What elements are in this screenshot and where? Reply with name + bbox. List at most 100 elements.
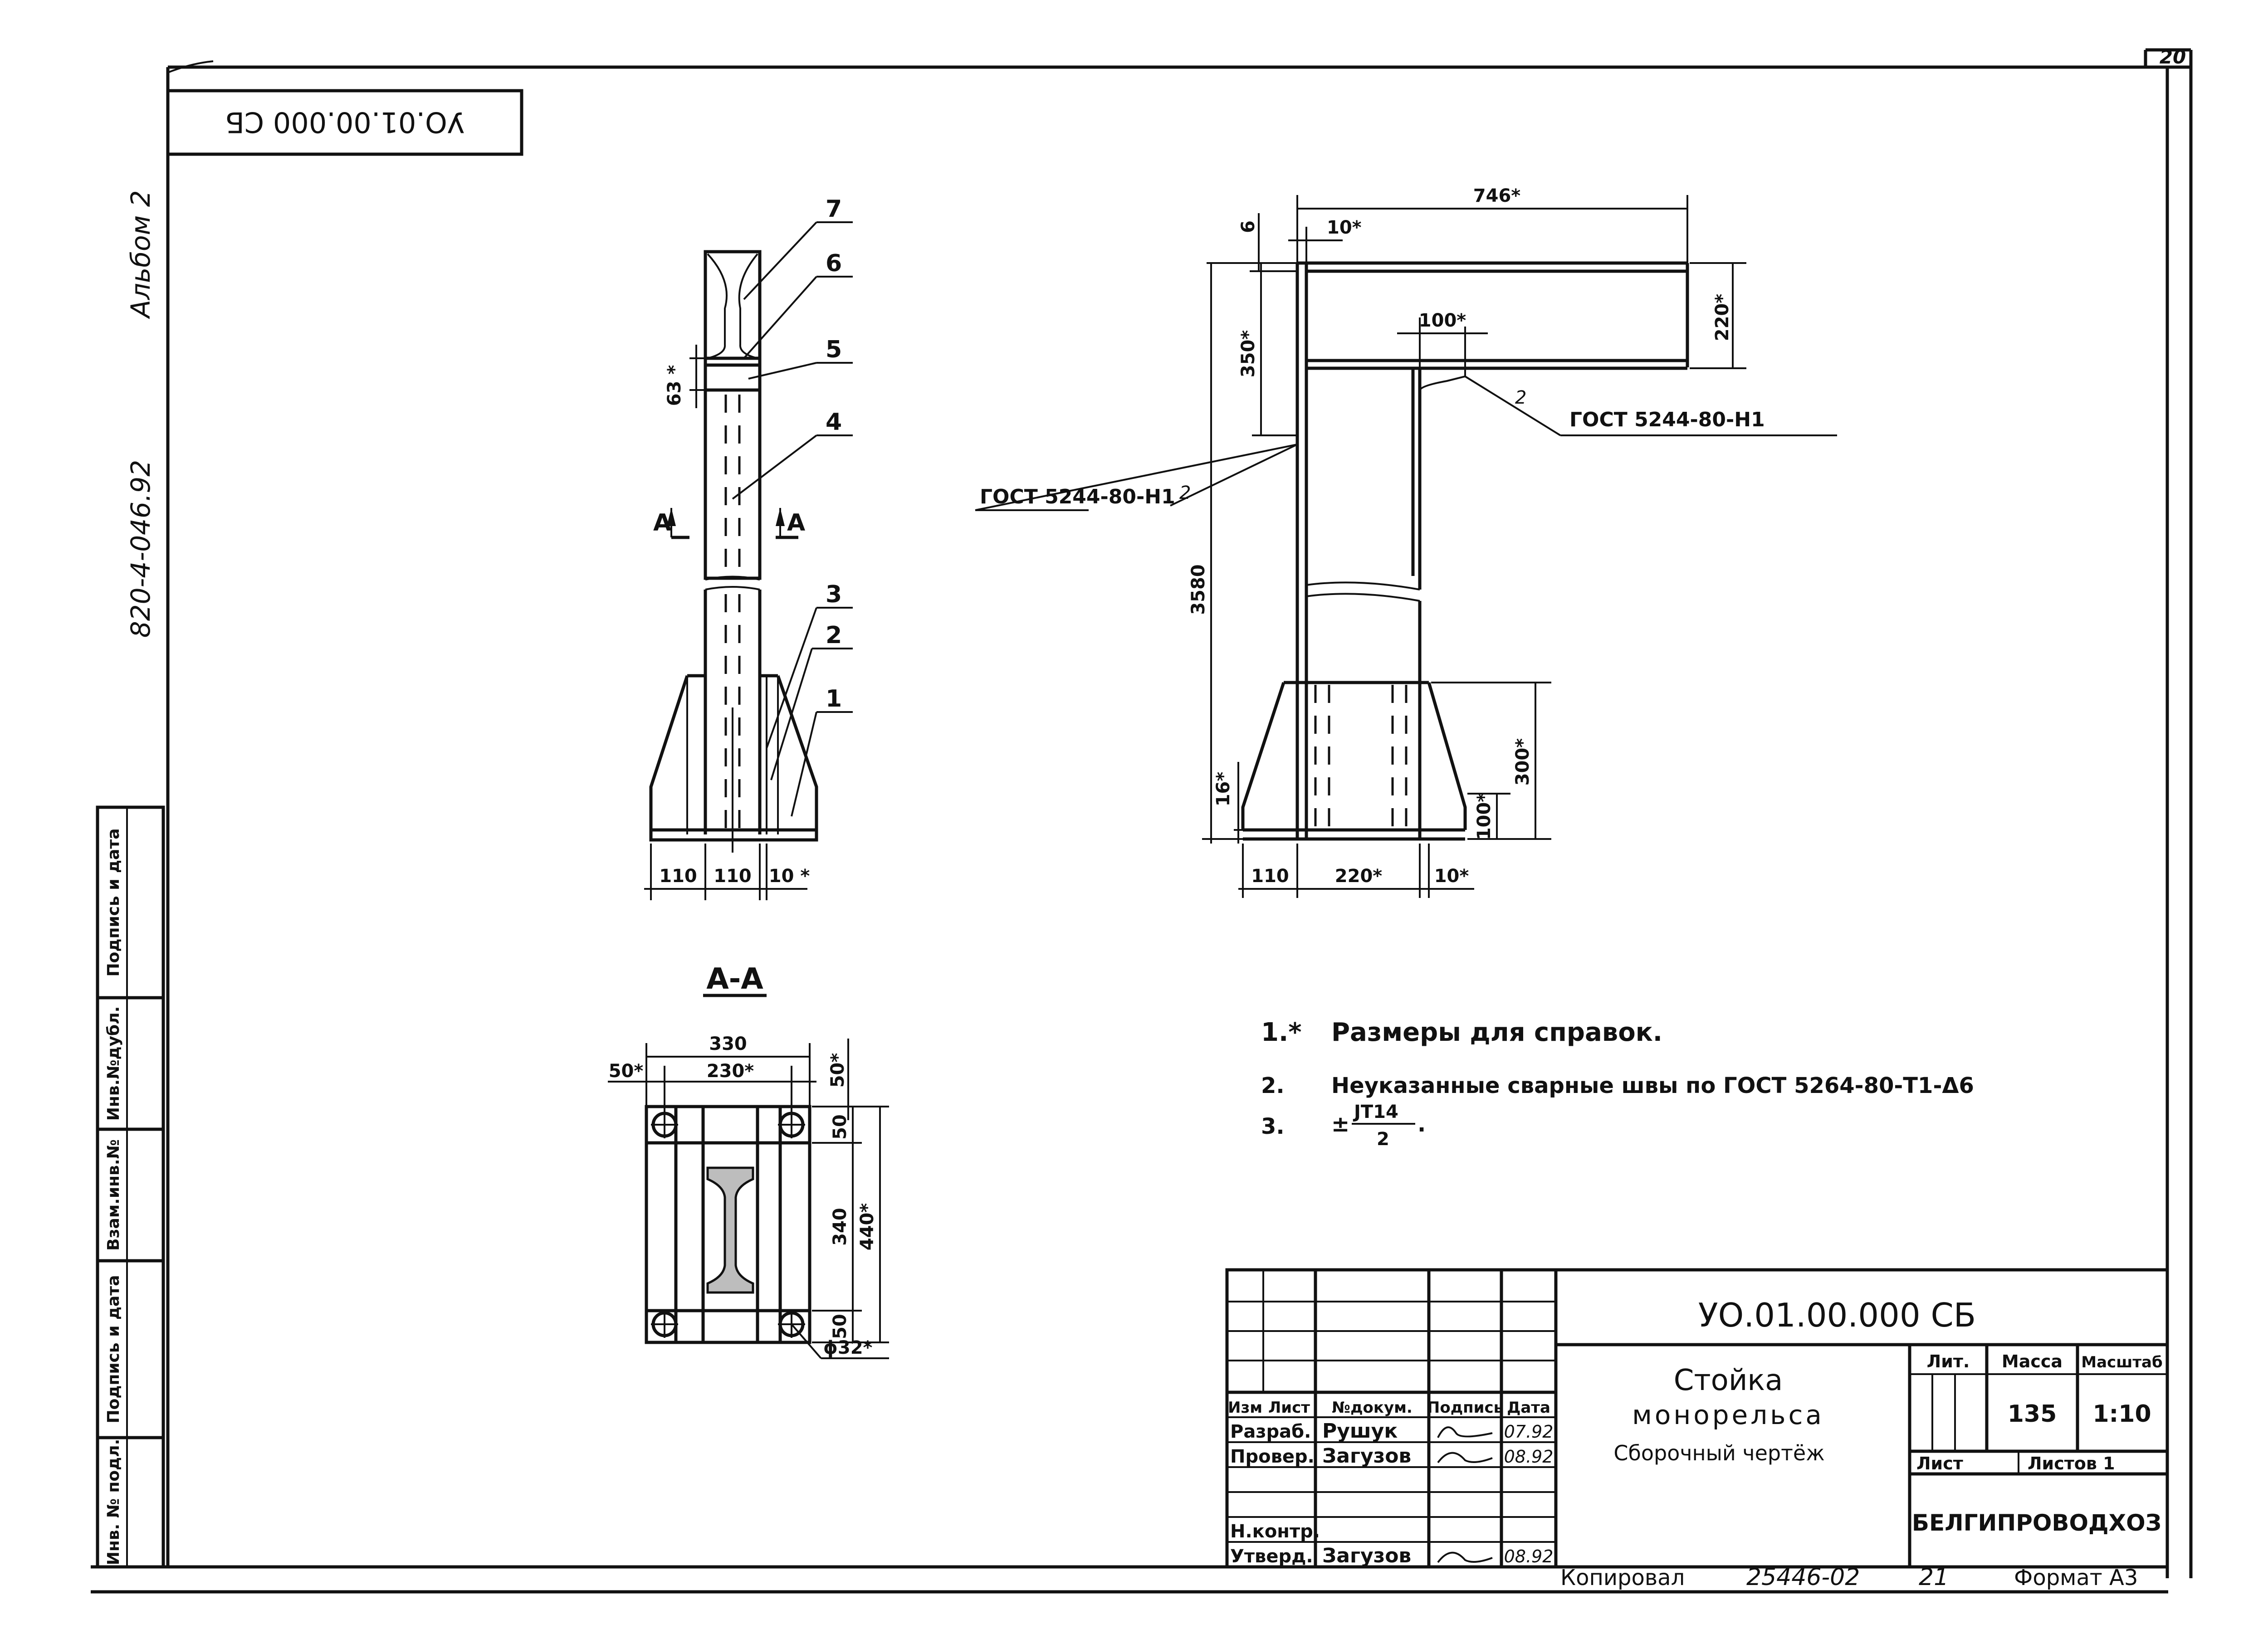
note-2-text: Неуказанные сварные швы по ГОСТ 5264-80-…	[1331, 1073, 1974, 1098]
tb-sheets-label: Листов 1	[2028, 1454, 2115, 1473]
tb-title-line2: монорельса	[1632, 1400, 1824, 1430]
sec-dim-50-top: 50*	[827, 1053, 848, 1088]
tb-scale-label: Масштаб	[2081, 1353, 2162, 1371]
sec-dim-440: 440*	[857, 1203, 878, 1250]
series-number: 820-4-046.92	[125, 460, 156, 638]
tb-scale-value: 1:10	[2092, 1400, 2151, 1428]
dim-10-right: 10 *	[769, 866, 810, 887]
pos-3: 3	[826, 581, 842, 608]
side-dim-110: 110	[1251, 866, 1289, 887]
footer: Копировал 25446-02 21 Формат А3	[1560, 1564, 2138, 1591]
tb-header-doc: №докум.	[1332, 1399, 1413, 1417]
stamp-inv-podl: Инв. № подл.	[104, 1439, 123, 1566]
tb-header-list: Лист	[1268, 1399, 1310, 1417]
side-dim-100-vertical: 100*	[1474, 793, 1495, 840]
stamp-vzam-inv: Взам.инв.№	[104, 1139, 123, 1251]
dim-110-left: 110	[659, 866, 697, 887]
side-dim-16: 16*	[1213, 772, 1234, 807]
weld-right-num: 2	[1515, 387, 1526, 408]
tb-row-utverd-role: Утверд.	[1230, 1546, 1313, 1567]
note-3-denominator: 2	[1377, 1129, 1389, 1150]
side-dim-300: 300*	[1512, 738, 1533, 785]
page-number: 20	[2160, 46, 2186, 68]
sec-dim-340: 340	[830, 1208, 850, 1246]
tb-row-prover-role: Провер.	[1230, 1446, 1315, 1467]
section-mark-right: А	[787, 509, 805, 537]
stamp-sign-date-2: Подпись и дата	[104, 829, 123, 977]
side-stamp: Инв. № подл. Подпись и дата Взам.инв.№ И…	[96, 805, 165, 1569]
tb-row-razrab-role: Разраб.	[1230, 1421, 1311, 1442]
note-3-num: 3.	[1261, 1114, 1285, 1139]
tb-row-prover-date: 08.92	[1504, 1447, 1554, 1467]
pos-6: 6	[826, 250, 842, 277]
tb-header-izm: Изм	[1228, 1399, 1262, 1417]
footer-number: 25446-02	[1746, 1564, 1860, 1591]
tb-designation: УО.01.00.000 СБ	[1698, 1296, 1976, 1334]
section-a-a: А-А 330 230* 50* 50*	[608, 962, 889, 1359]
pos-4: 4	[826, 409, 842, 436]
footer-format: Формат А3	[2014, 1565, 2138, 1590]
album-label: Альбом 2	[125, 190, 156, 319]
title-block: УО.01.00.000 СБ Стойка монорельса Сбороч…	[1225, 1268, 2169, 1569]
section-title: А-А	[706, 962, 763, 996]
tb-sheet-label: Лист	[1916, 1454, 1963, 1473]
tb-lit-label: Лит.	[1927, 1351, 1970, 1371]
stamp-sign-date-1: Подпись и дата	[104, 1275, 123, 1424]
tb-row-utverd-date: 08.92	[1504, 1546, 1554, 1566]
tb-mass-value: 135	[2008, 1400, 2057, 1428]
side-dim-220-horizontal: 220*	[1335, 866, 1382, 887]
side-dim-100-horizontal: 100*	[1419, 310, 1466, 331]
stamp-inv-dubl: Инв.№дубл.	[104, 1006, 123, 1121]
tb-mass-label: Масса	[2002, 1351, 2063, 1371]
sec-dim-phi32: ϕ32*	[823, 1337, 873, 1358]
sec-dim-50-a: 50	[830, 1114, 850, 1140]
sec-dim-50-b: 50	[830, 1314, 850, 1339]
sec-dim-230: 230*	[707, 1061, 754, 1082]
designation-rotated-text: УО.01.00.000 СБ	[225, 106, 464, 139]
sheet-frame	[91, 48, 2193, 1594]
tb-title-line1: Стойка	[1674, 1364, 1783, 1397]
side-dim-220-vertical: 220*	[1712, 294, 1733, 341]
notes: 1.* Размеры для справок. 2. Неуказанные …	[1261, 1018, 1974, 1150]
note-1-text: Размеры для справок.	[1331, 1018, 1662, 1047]
dim-110-mid: 110	[714, 866, 752, 887]
side-dim-746: 746*	[1473, 185, 1520, 206]
tb-header-date: Дата	[1507, 1399, 1550, 1417]
tb-title-line3: Сборочный чертёж	[1613, 1441, 1824, 1465]
side-dim-10-bottom: 10*	[1434, 866, 1469, 887]
footer-copied: Копировал	[1560, 1565, 1685, 1590]
side-dim-3580: 3580	[1188, 564, 1209, 615]
weld-left-num: 2	[1179, 483, 1191, 503]
tb-row-razrab-signature	[1437, 1426, 1493, 1438]
note-1-num: 1.*	[1261, 1018, 1302, 1047]
tb-row-prover-signature	[1437, 1452, 1493, 1463]
section-mark-left: А	[653, 509, 671, 537]
note-3-numerator: JT14	[1353, 1102, 1398, 1122]
pos-7: 7	[826, 195, 842, 223]
tb-row-razrab-date: 07.92	[1504, 1422, 1554, 1442]
side-dim-6: 6	[1238, 220, 1259, 233]
side-dim-350: 350*	[1238, 330, 1259, 377]
dim-63: 63 *	[664, 365, 685, 406]
side-dim-10-top: 10*	[1327, 217, 1362, 238]
sec-dim-50-left: 50*	[609, 1061, 644, 1082]
pos-2: 2	[826, 622, 842, 649]
tb-row-nkontr-role: Н.контр.	[1230, 1521, 1320, 1542]
pos-5: 5	[826, 336, 842, 363]
tb-row-prover-name: Загузов	[1322, 1444, 1411, 1468]
weld-left-std: ГОСТ 5244-80-Н1	[980, 485, 1175, 508]
side-view: 746* 10* 6 220* 100* 350* 3580 16*	[975, 185, 1837, 898]
front-view: А А 7 6 5 4 3 2 1 63 * 110 110	[644, 195, 853, 900]
note-2-num: 2.	[1261, 1073, 1285, 1098]
tb-organization: БЕЛГИПРОВОДХОЗ	[1912, 1510, 2161, 1536]
tb-row-utverd-signature	[1437, 1551, 1493, 1563]
note-3-suffix: .	[1418, 1112, 1426, 1137]
tb-header-sign: Подпись	[1427, 1399, 1503, 1417]
designation-box-rotated: УО.01.00.000 СБ	[166, 89, 523, 156]
note-3-prefix: ±	[1331, 1112, 1349, 1137]
pos-1: 1	[826, 685, 842, 712]
tb-row-razrab-name: Рушук	[1322, 1419, 1398, 1443]
sec-dim-330: 330	[709, 1034, 747, 1054]
footer-sheet: 21	[1919, 1564, 1949, 1591]
